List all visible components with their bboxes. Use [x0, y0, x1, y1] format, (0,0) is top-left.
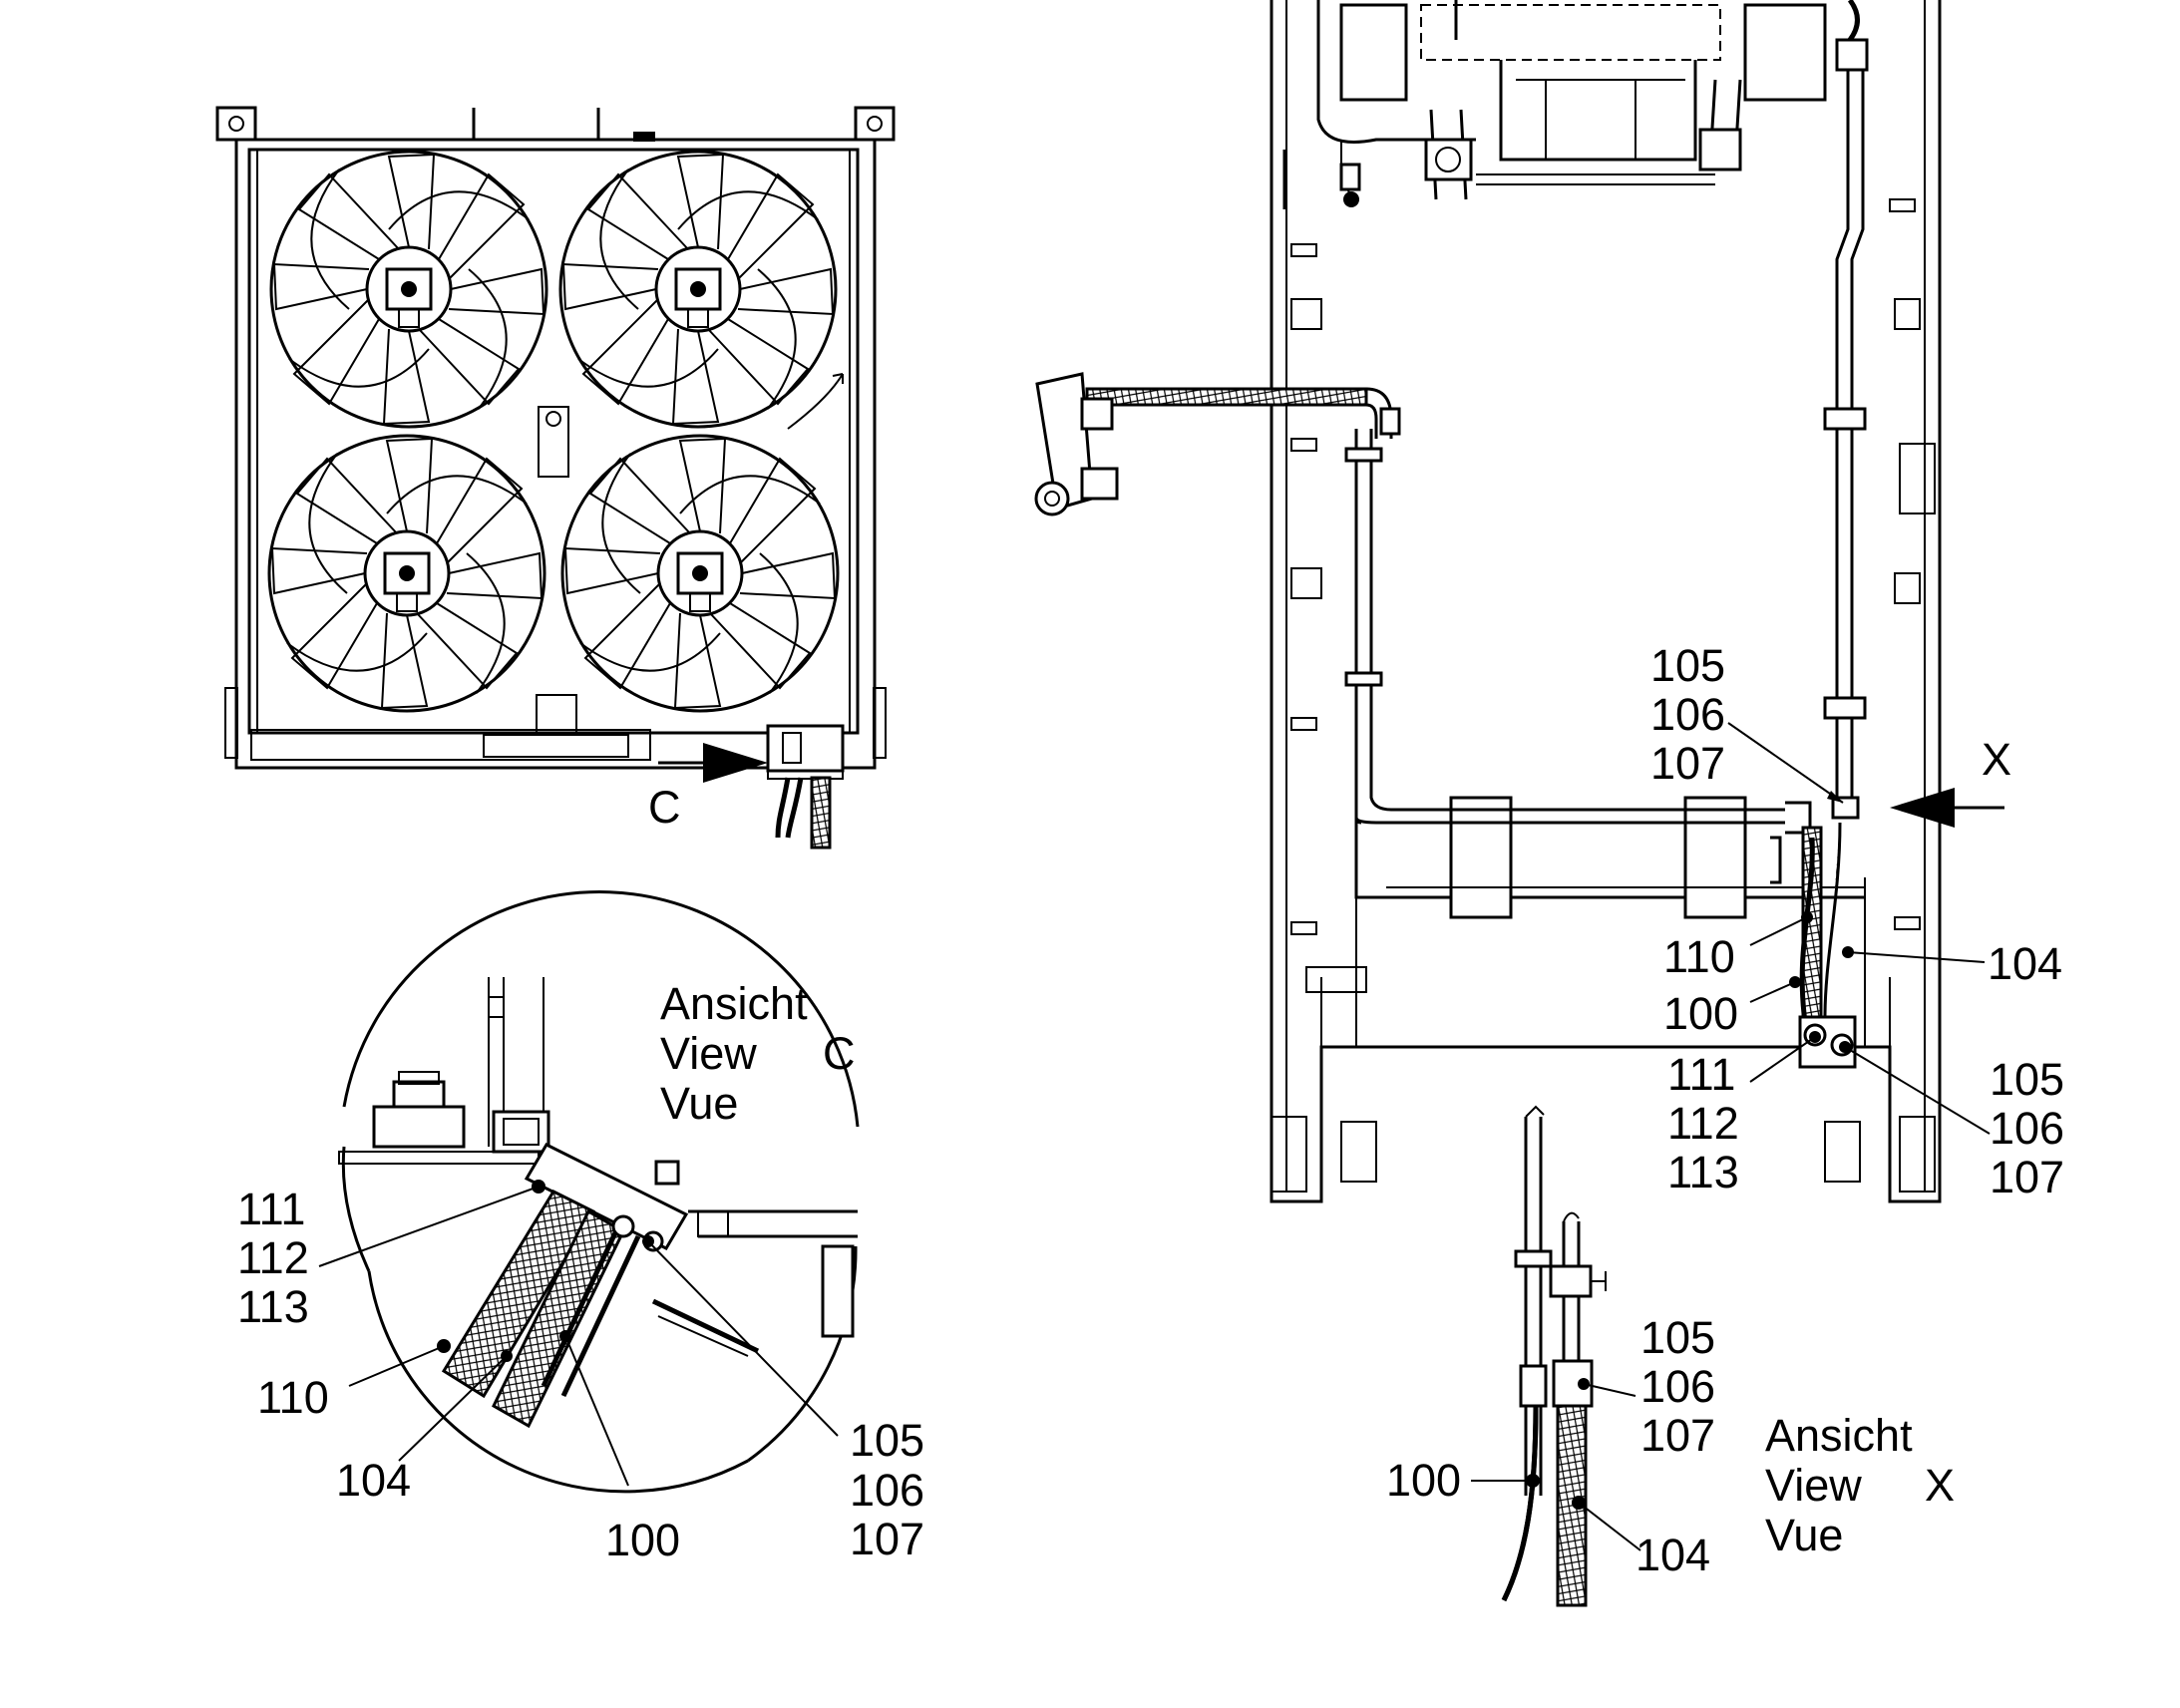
detail-x-heading-en: View [1765, 1460, 1862, 1511]
callout-c-107: 107 [850, 1514, 924, 1564]
callout-c-111: 111 [237, 1184, 305, 1234]
detail-c-heading-en: View [660, 1028, 757, 1079]
callout-frame-107b: 107 [1990, 1152, 2064, 1202]
callout-frame-106: 106 [1650, 689, 1725, 740]
callout-c-100: 100 [605, 1515, 680, 1565]
callout-c-113: 113 [237, 1281, 309, 1332]
arrow-c-label: C [648, 782, 681, 833]
callout-x-106: 106 [1640, 1361, 1715, 1412]
callout-x-104: 104 [1635, 1530, 1710, 1580]
callout-frame-105b: 105 [1990, 1054, 2064, 1105]
callout-x-100: 100 [1386, 1455, 1461, 1506]
callout-x-107: 107 [1640, 1410, 1715, 1461]
callout-frame-100: 100 [1663, 988, 1738, 1039]
callout-frame-111: 111 [1667, 1049, 1735, 1100]
fan-assembly-view: C [215, 106, 896, 850]
callout-c-110: 110 [257, 1372, 329, 1423]
callout-x-105: 105 [1640, 1312, 1715, 1363]
callout-frame-113: 113 [1667, 1147, 1739, 1197]
detail-x-heading-fr: Vue [1765, 1510, 1843, 1560]
detail-x-heading-de: Ansicht [1765, 1410, 1913, 1461]
callout-frame-107: 107 [1650, 738, 1725, 789]
detail-view-c: Ansicht View Vue C 111 112 113 110 104 1… [237, 890, 924, 1565]
detail-view-x: 105 106 107 100 104 Ansicht View Vue X [1386, 1105, 1955, 1607]
callout-frame-106b: 106 [1990, 1103, 2064, 1154]
callout-c-112: 112 [237, 1232, 309, 1283]
detail-c-view-letter: C [823, 1028, 856, 1079]
callout-c-104: 104 [336, 1455, 411, 1506]
callout-frame-110: 110 [1663, 931, 1735, 982]
callout-frame-105: 105 [1650, 640, 1725, 691]
detail-c-heading-fr: Vue [660, 1078, 738, 1129]
callout-frame-104: 104 [1988, 938, 2062, 989]
callout-c-105: 105 [850, 1415, 924, 1466]
detail-c-heading-de: Ansicht [660, 978, 808, 1029]
arrow-x-label: X [1982, 734, 2011, 785]
frame-top-view: X 105 106 107 110 100 104 111 112 113 10… [1034, 0, 2064, 1203]
detail-x-view-letter: X [1925, 1460, 1955, 1511]
callout-frame-112: 112 [1667, 1098, 1739, 1149]
callout-c-106: 106 [850, 1465, 924, 1516]
